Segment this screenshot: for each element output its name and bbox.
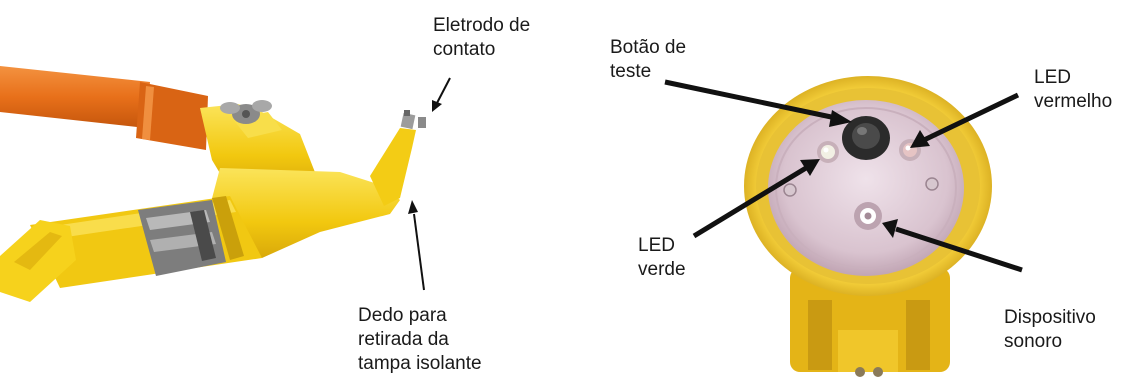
detector-front-view [744, 76, 992, 377]
botao-arrow [664, 79, 852, 127]
pole-coupling [136, 82, 208, 150]
detector-neck [370, 128, 416, 206]
detector-body [210, 168, 400, 258]
sound-device [854, 202, 882, 230]
screw [783, 183, 797, 197]
label-eletrodo-de-contato: Eletrodo de contato [433, 15, 531, 60]
contact-electrode [400, 110, 426, 130]
wing-nut [220, 100, 272, 124]
dedo-arrow [408, 200, 425, 291]
base-legs [790, 268, 950, 377]
pointer-arrows [408, 77, 1023, 291]
label-led-vermelho: LED vermelho [1034, 67, 1113, 112]
orange-pole [0, 66, 150, 128]
test-button [842, 116, 890, 160]
label-band [138, 200, 226, 276]
led-verde-arrow [692, 159, 820, 239]
green-led [817, 141, 839, 163]
eletrodo-arrow [432, 77, 451, 112]
detector-side-view [0, 66, 426, 302]
label-dispositivo-sonoro: Dispositivo sonoro [1004, 307, 1096, 352]
dispositivo-arrow [882, 219, 1023, 273]
screw [925, 177, 939, 191]
led-vermelho-arrow [910, 92, 1020, 148]
label-botao-de-teste: Botão de teste [610, 37, 687, 82]
label-led-verde: LED verde [638, 235, 686, 280]
label-dedo-para-retirada: Dedo para retirada da tampa isolante [358, 305, 482, 374]
